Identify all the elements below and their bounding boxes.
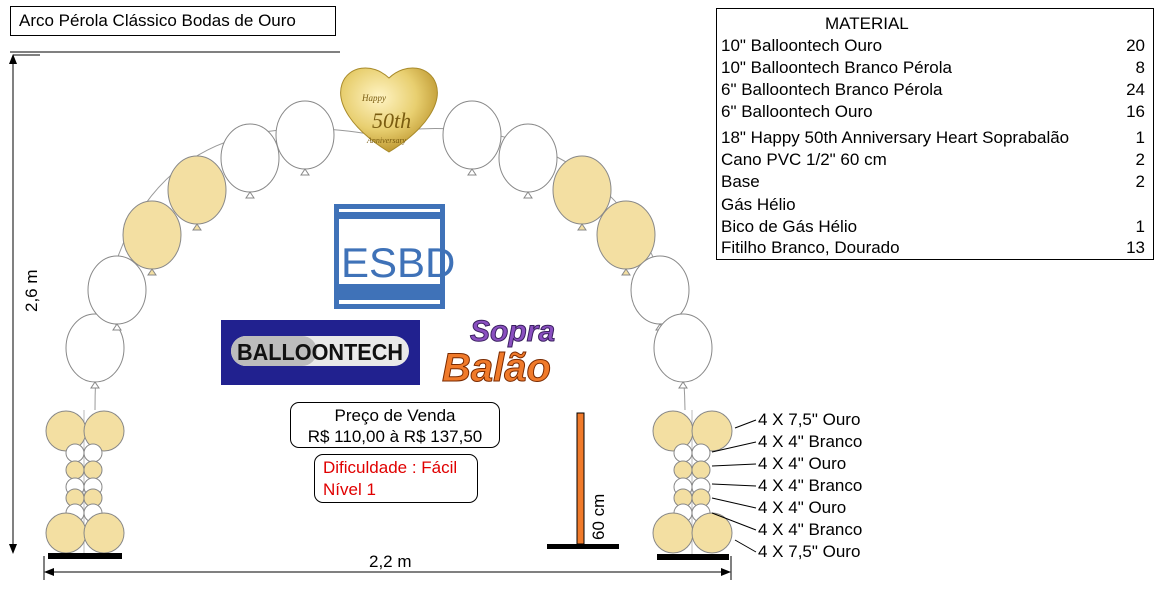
- heart-balloon: Happy 50th Anniversary: [340, 67, 438, 153]
- svg-text:ESBD: ESBD: [341, 239, 455, 286]
- svg-text:Happy: Happy: [361, 93, 386, 103]
- price-box: Preço de Venda R$ 110,00 à R$ 137,50: [290, 402, 500, 448]
- legend-item: 4 X 4" Branco: [758, 432, 863, 451]
- legend-item: 4 X 7,5" Ouro: [758, 410, 861, 429]
- diagram-title: Arco Pérola Clássico Bodas de Ouro: [10, 6, 336, 36]
- pvc-pole: 60 cm: [547, 412, 619, 549]
- svg-text:Sopra: Sopra: [470, 315, 555, 348]
- svg-text:Balão: Balão: [442, 346, 551, 390]
- legend-item: 4 X 4" Branco: [758, 476, 863, 495]
- legend-pointers: [711, 419, 757, 553]
- difficulty-level: Nível 1: [323, 480, 376, 499]
- svg-text:Anniversary: Anniversary: [366, 136, 407, 145]
- right-column: [652, 410, 733, 560]
- arch-balloons: [65, 100, 713, 389]
- price-range: R$ 110,00 à R$ 137,50: [307, 427, 483, 446]
- height-dimension: 2,6 m: [9, 54, 41, 554]
- legend-item: 4 X 4" Branco: [758, 520, 863, 539]
- balloon-white: [498, 123, 558, 199]
- balloon-gold: [122, 200, 182, 276]
- height-label: 2,6 m: [22, 269, 41, 312]
- balloon-white: [65, 313, 125, 389]
- price-label: Preço de Venda: [334, 406, 456, 425]
- balloon-gold: [552, 155, 612, 231]
- material-row: 18" Happy 50th Anniversary Heart Sopraba…: [721, 128, 1145, 147]
- balloontech-logo: BALLOONTECH: [221, 320, 420, 385]
- legend-item: 4 X 4" Ouro: [758, 454, 847, 473]
- esbd-logo: ESBD: [334, 204, 455, 309]
- balloon-white: [275, 100, 335, 176]
- soprabalao-logo: Sopra Balão: [442, 315, 556, 391]
- balloon-white: [220, 123, 280, 199]
- material-heading: MATERIAL: [825, 14, 909, 33]
- balloon-gold: [167, 155, 227, 231]
- legend-item: 4 X 4" Ouro: [758, 498, 847, 517]
- difficulty-box: Dificuldade : Fácil Nível 1: [314, 454, 478, 503]
- material-row: Gás Hélio: [721, 195, 796, 214]
- width-dimension: 2,2 m: [43, 552, 732, 580]
- balloon-gold: [596, 200, 656, 276]
- difficulty-text: Dificuldade : Fácil: [323, 458, 458, 477]
- svg-text:50th: 50th: [372, 108, 411, 133]
- balloon-white: [87, 255, 147, 331]
- balloon-white: [653, 313, 713, 389]
- balloon-white: [442, 100, 502, 176]
- legend-item: 4 X 7,5" Ouro: [758, 542, 861, 561]
- left-column: [45, 410, 125, 559]
- width-label: 2,2 m: [369, 552, 412, 571]
- svg-text:60 cm: 60 cm: [589, 494, 608, 540]
- svg-text:BALLOONTECH: BALLOONTECH: [237, 339, 403, 365]
